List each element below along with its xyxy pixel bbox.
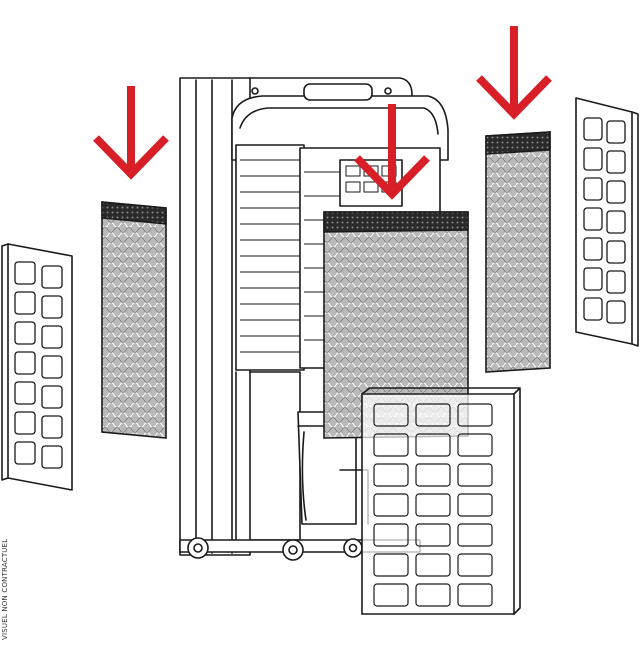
grille-cell (373, 553, 409, 577)
grille-cell (415, 463, 451, 487)
grille-cell (583, 297, 603, 321)
grille-cell (457, 403, 493, 427)
grille-cell (41, 325, 63, 349)
grille-cell (41, 445, 63, 469)
grille-cell (583, 237, 603, 261)
grille-cell (373, 493, 409, 517)
grille-cell (457, 493, 493, 517)
grille-cell (583, 267, 603, 291)
arrow-right (476, 26, 552, 120)
grille-cell (41, 415, 63, 439)
grille-cell (583, 177, 603, 201)
grille-cell (373, 523, 409, 547)
grille-cell (41, 385, 63, 409)
grille-cell (606, 120, 626, 144)
grille-cell (606, 210, 626, 234)
grille-cell (606, 180, 626, 204)
grille-cell (14, 291, 36, 315)
grille-cell (41, 265, 63, 289)
grille-cell (14, 441, 36, 465)
disclaimer-text: VISUEL NON CONTRACTUEL (1, 538, 9, 640)
grille-cell (606, 240, 626, 264)
grille-cell (606, 270, 626, 294)
grille-cell (14, 261, 36, 285)
grille-cell (457, 463, 493, 487)
grille-cell (41, 295, 63, 319)
grille-cell (457, 553, 493, 577)
right-grille-panel (575, 97, 639, 347)
grille-cell (583, 207, 603, 231)
grille-cell (41, 355, 63, 379)
grille-cell (415, 523, 451, 547)
grille-cell (457, 583, 493, 607)
grille-cell (415, 403, 451, 427)
grille-cell (606, 150, 626, 174)
grille-cell (415, 433, 451, 457)
grille-cell (373, 433, 409, 457)
caster-wheels (187, 537, 363, 561)
grille-cell (583, 147, 603, 171)
arrow-left (93, 86, 169, 180)
grille-cell (373, 403, 409, 427)
grille-cell (415, 583, 451, 607)
arrow-center (354, 104, 430, 200)
grille-cell (14, 381, 36, 405)
insertion-arrows (93, 26, 552, 200)
grille-cell (14, 351, 36, 375)
grille-cell (457, 523, 493, 547)
grille-cell (457, 433, 493, 457)
left-grille-panel (1, 243, 73, 491)
grille-cell (606, 300, 626, 324)
grille-cell (415, 493, 451, 517)
grille-cell (373, 463, 409, 487)
right-filter-pad (485, 131, 551, 373)
grille-cell (415, 553, 451, 577)
front-grille-panel (361, 387, 521, 615)
grille-cell (14, 321, 36, 345)
grille-cell (583, 117, 603, 141)
left-filter-pad (101, 201, 167, 439)
grille-cell (14, 411, 36, 435)
grille-cell (373, 583, 409, 607)
